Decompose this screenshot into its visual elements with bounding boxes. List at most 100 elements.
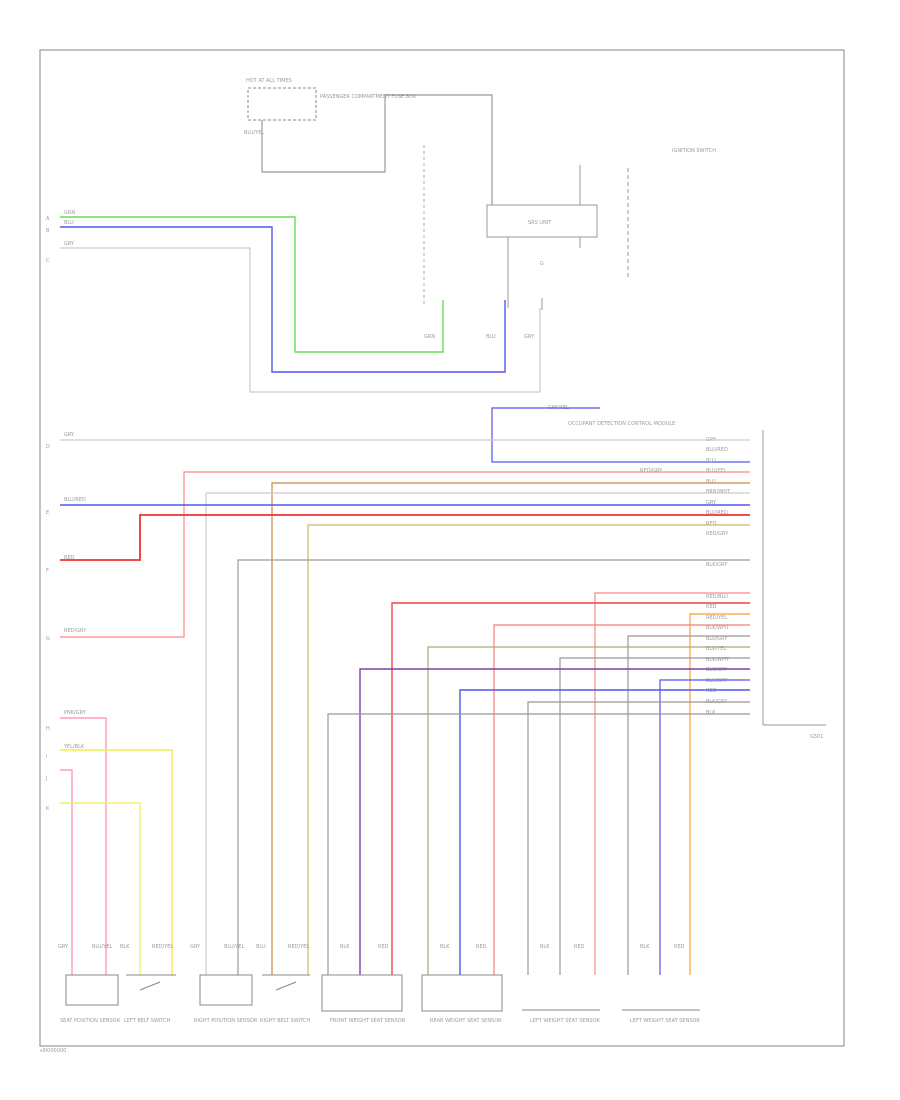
conn-label: RED/GRY [706, 531, 729, 537]
conn-label: RED [706, 521, 717, 527]
conn-label: BLU [706, 458, 716, 464]
svg-text:BLK: BLK [540, 944, 550, 950]
component-name: REAR WEIGHT SEAT SENSOR [430, 1018, 502, 1024]
component-right-belt-switch: BLU RED/YEL RIGHT BELT SWITCH [256, 944, 310, 1024]
wire-yel-blk [60, 749, 173, 975]
component-name: LEFT WEIGHT SEAT SENSOR [630, 1018, 700, 1024]
component-front-weight-sensor: BLK RED FRONT WEIGHT SEAT SENSOR [321, 944, 406, 1024]
left-pin: E [46, 510, 49, 516]
left-wire-label: RED/GRY [64, 628, 87, 634]
component-seat-position-sensor: GRY BLU/YEL SEAT POSITION SENSOR [58, 944, 121, 1024]
fuse-box [247, 87, 317, 121]
svg-text:BLU/YEL: BLU/YEL [92, 944, 113, 950]
wire-grn [60, 216, 444, 353]
conn-label: BLU [706, 479, 716, 485]
left-pin: D [46, 444, 50, 450]
wire-blk-gry-2 [527, 701, 750, 975]
svg-text:RED/YEL: RED/YEL [288, 944, 309, 950]
conn-label: BLU/RED [706, 510, 728, 516]
left-pin: J [45, 776, 47, 782]
left-wire-label: PNK/GRY [64, 710, 87, 716]
left-pin: C [46, 258, 50, 264]
srs-unit-label: SRS UNIT [528, 220, 552, 226]
left-pin: F [46, 568, 49, 574]
component-left-weight-sensor-a: BLK RED LEFT WEIGHT SEAT SENSOR [522, 944, 600, 1024]
mid-wire-label-1: GRN [424, 334, 435, 340]
ground-right-label: G501 [810, 734, 823, 740]
wire-blu [60, 226, 506, 373]
left-wire-label: RED [64, 555, 75, 561]
conn-label: RED/YEL [706, 615, 727, 621]
conn-label: BLU/GRY [706, 636, 728, 642]
wire-blk [327, 713, 750, 975]
left-pin: B [46, 228, 50, 234]
component-name: RIGHT BELT SWITCH [260, 1018, 310, 1024]
svg-text:BLU: BLU [256, 944, 266, 950]
svg-text:RED: RED [378, 944, 389, 950]
left-wire-label: BLU/RED [64, 497, 86, 503]
component-name: LEFT WEIGHT SEAT SENSOR [530, 1018, 600, 1024]
mid-wire-label-2: BLU [486, 334, 496, 340]
conn-label: BLK [706, 710, 716, 716]
svg-text:BLK: BLK [340, 944, 350, 950]
module-name: OCCUPANT DETECTION CONTROL MODULE [568, 421, 675, 427]
conn-label: BRN/WHT [706, 489, 731, 495]
left-pin: I [46, 754, 47, 760]
svg-text:RED: RED [574, 944, 585, 950]
left-wire-label: GRY [64, 241, 75, 247]
mid-ground-label: G [540, 261, 544, 267]
wire-pur [359, 668, 750, 975]
component-name: FRONT WEIGHT SEAT SENSOR [330, 1018, 406, 1024]
conn-label: BLU/RED [706, 447, 728, 453]
wire-pnk [60, 769, 73, 975]
wire-blu-top-loop [491, 407, 750, 463]
left-pin: A [46, 216, 50, 222]
wire-blk-wht [627, 635, 750, 975]
component-name: RIGHT POSITION SENSOR [194, 1018, 258, 1024]
svg-text:RED/YEL: RED/YEL [152, 944, 173, 950]
wire-blk-gry [237, 559, 750, 975]
module-connector-labels: GRY BLU/RED BLU BLU/YEL RED/GRY BLU BRN/… [640, 437, 731, 716]
wire-gry [60, 247, 541, 393]
svg-text:BLK: BLK [640, 944, 650, 950]
fuse-block-name: PASSENGER COMPARTMENT FUSE BOX [320, 94, 417, 100]
svg-text:BLK: BLK [120, 944, 130, 950]
left-pin: G [46, 636, 50, 642]
wire-brn [271, 482, 750, 975]
ignition-label: IGNITION SWITCH [672, 148, 716, 154]
conn-label: BLK/GRY [706, 667, 728, 673]
component-name: LEFT BELT SWITCH [124, 1018, 171, 1024]
wire-yel [60, 802, 141, 975]
component-right-position-sensor: GRY BLU/YEL RIGHT POSITION SENSOR [190, 944, 258, 1024]
conn-label: BLK/WHT [706, 657, 730, 663]
left-wire-labels: GRN BLU GRY GRY BLU/RED RED RED/GRY PNK/… [45, 210, 87, 812]
wire-pnk-gry [60, 717, 107, 975]
footer-code: sl0000000 [40, 1048, 66, 1054]
conn-label: RED/BLU [706, 594, 728, 600]
left-wire-label: BLU [64, 220, 74, 226]
mid-wire-label-3: GRY [524, 334, 535, 340]
conn-label: BLK/GRY [706, 562, 728, 568]
left-wire-label: YEL/BLK [63, 744, 85, 750]
wire-red-yel-2 [493, 624, 750, 975]
svg-text:GRY: GRY [58, 944, 69, 950]
left-wire-label: GRY [64, 432, 75, 438]
svg-text:BLK: BLK [440, 944, 450, 950]
wire-red [60, 514, 750, 561]
wire-blu-gry-2 [459, 689, 750, 975]
conn-label: GRY [706, 500, 717, 506]
conn-label: BLK/YEL [706, 646, 726, 652]
conn-label: RED [706, 688, 717, 694]
svg-text:RED: RED [476, 944, 487, 950]
wire-blk-yel [559, 657, 750, 975]
conn-label: BLK/WHT [706, 625, 730, 631]
svg-text:RED: RED [674, 944, 685, 950]
conn-label: RED [706, 604, 717, 610]
wire-red-yel [689, 613, 750, 975]
wire-gry-bv [427, 646, 750, 975]
wire-red-blu [594, 592, 750, 975]
left-wire-label: GRN [64, 210, 75, 216]
top-fuse-block: HOT AT ALL TIMES PASSENGER COMPARTMENT F… [244, 78, 417, 136]
conn-label: RED/GRY [640, 468, 663, 474]
